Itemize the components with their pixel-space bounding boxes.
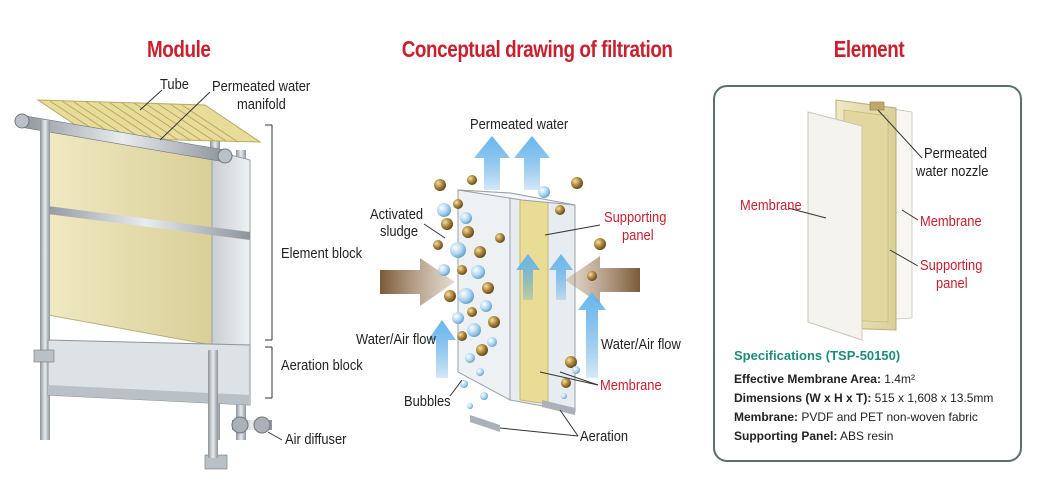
label-nozzle-2: water nozzle: [916, 163, 989, 180]
label-aeration: Aeration: [580, 428, 629, 445]
specs-title: Specifications (TSP-50150): [734, 348, 901, 363]
element-title: Element: [833, 36, 905, 62]
spec-key: Supporting Panel:: [734, 429, 838, 443]
label-nozzle-1: Permeated: [924, 145, 988, 162]
element-panel: [713, 85, 1022, 462]
spec-value: 515 x 1,608 x 13.5mm: [871, 391, 994, 405]
spec-key: Effective Membrane Area:: [734, 372, 881, 386]
label-membrane-filtration: Membrane: [600, 377, 662, 394]
label-supporting-element-2: panel: [936, 275, 968, 292]
label-permeated-water: Permeated water: [470, 116, 569, 133]
label-supporting-panel-1: Supporting: [604, 209, 667, 226]
module-illustration: [14, 99, 272, 470]
filtration-title: Conceptual drawing of filtration: [401, 36, 673, 62]
label-membrane-element-right: Membrane: [920, 213, 982, 230]
label-activated-1: Activated: [370, 206, 424, 223]
label-water-air-left: Water/Air flow: [356, 331, 436, 348]
spec-row: Effective Membrane Area: 1.4m²: [734, 372, 915, 386]
label-membrane-element-left: Membrane: [740, 197, 802, 214]
filtration-illustration: [380, 136, 640, 432]
spec-row: Supporting Panel: ABS resin: [734, 429, 893, 443]
spec-row: Dimensions (W x H x T): 515 x 1,608 x 13…: [734, 391, 993, 405]
spec-value: 1.4m²: [880, 372, 915, 386]
spec-value: ABS resin: [837, 429, 894, 443]
label-tube: Tube: [160, 76, 189, 93]
label-manifold-2: manifold: [237, 96, 286, 113]
module-title: Module: [146, 36, 211, 62]
label-supporting-element-1: Supporting: [920, 257, 983, 274]
label-element-block: Element block: [281, 245, 363, 262]
spec-value: PVDF and PET non-woven fabric: [798, 410, 978, 424]
label-aeration-block: Aeration block: [281, 357, 363, 374]
label-activated-2: sludge: [380, 223, 419, 240]
label-supporting-panel-2: panel: [622, 227, 654, 244]
label-water-air-right: Water/Air flow: [601, 336, 681, 353]
label-manifold-1: Permeated water: [212, 78, 311, 95]
element-illustration: [807, 99, 913, 341]
label-bubbles: Bubbles: [404, 393, 451, 410]
label-air-diffuser: Air diffuser: [285, 431, 347, 448]
spec-key: Membrane:: [734, 410, 799, 424]
spec-key: Dimensions (W x H x T):: [734, 391, 872, 405]
spec-row: Membrane: PVDF and PET non-woven fabric: [734, 410, 978, 424]
